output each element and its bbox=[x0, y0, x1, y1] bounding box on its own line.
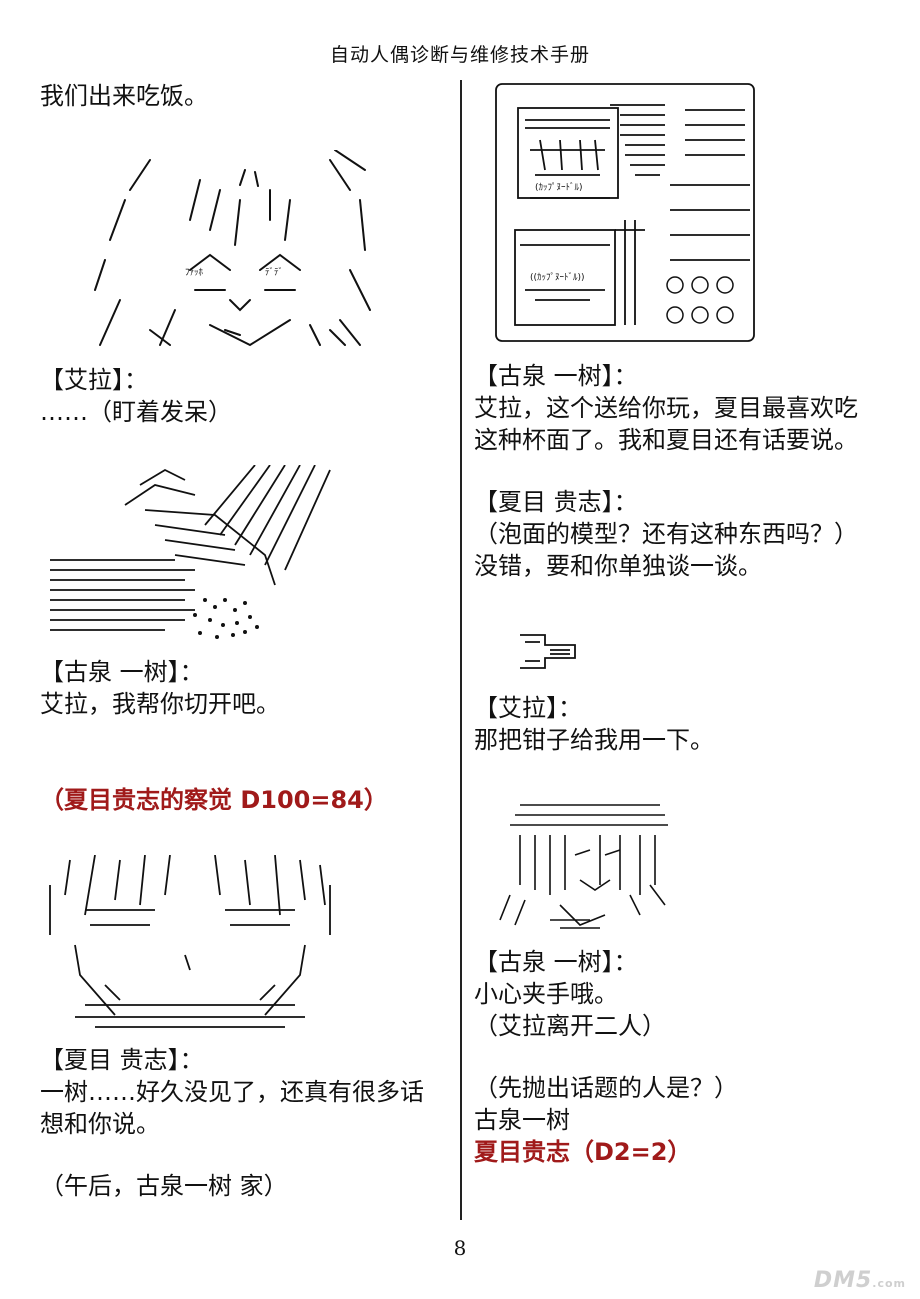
right-line-11: （艾拉离开二人） bbox=[474, 1012, 666, 1040]
watermark-logo: DM5.com bbox=[813, 1268, 906, 1293]
left-line-4: 【古泉 一树】： bbox=[40, 658, 204, 686]
art-label-cup-1: (ｶｯﾌﾟﾇｰﾄﾞﾙ) bbox=[535, 182, 583, 193]
left-line-8: 一树……好久没见了，还真有很多话 bbox=[40, 1078, 424, 1106]
right-line-10: 小心夹手哦。 bbox=[474, 980, 618, 1008]
left-line-2: 【艾拉】： bbox=[40, 366, 148, 394]
right-line-6: 没错，要和你单独谈一谈。 bbox=[474, 552, 762, 580]
right-line-2: 艾拉，这个送给你玩，夏目最喜欢吃 bbox=[474, 394, 858, 422]
ascii-art-koizumi bbox=[490, 795, 675, 935]
left-line-5: 艾拉，我帮你切开吧。 bbox=[40, 690, 280, 718]
left-line-10: （午后，古泉一树 家） bbox=[40, 1172, 288, 1200]
column-divider bbox=[460, 80, 462, 1220]
right-line-7: 【艾拉】： bbox=[474, 694, 582, 722]
right-red-roll: 夏目贵志（D2=2） bbox=[474, 1138, 692, 1166]
left-red-roll: （夏目贵志的察觉 D100=84） bbox=[40, 786, 388, 814]
left-line-9: 想和你说。 bbox=[40, 1110, 160, 1138]
svg-text:ﾃﾞﾃﾞ: ﾃﾞﾃﾞ bbox=[265, 267, 283, 278]
right-line-13: 古泉一树 bbox=[474, 1106, 570, 1134]
art-label-cup-2: ((ｶｯﾌﾟﾇｰﾄﾞﾙ)) bbox=[530, 272, 585, 283]
ascii-art-natsume-face bbox=[45, 855, 335, 1035]
ascii-art-pliers bbox=[515, 630, 585, 675]
page-header: 自动人偶诊断与维修技术手册 bbox=[329, 44, 590, 66]
right-line-5: （泡面的模型？还有这种东西吗？） bbox=[474, 520, 858, 548]
right-line-9: 【古泉 一树】： bbox=[474, 948, 638, 976]
left-line-1: 我们出来吃饭。 bbox=[40, 82, 208, 110]
right-line-8: 那把钳子给我用一下。 bbox=[474, 726, 714, 754]
right-line-1: 【古泉 一树】： bbox=[474, 362, 638, 390]
ascii-art-cup-noodle-box: (ｶｯﾌﾟﾇｰﾄﾞﾙ) ((ｶｯﾌﾟﾇｰﾄﾞﾙ)) bbox=[490, 80, 760, 345]
svg-text:ﾌｧｯﾎ: ﾌｧｯﾎ bbox=[185, 267, 204, 278]
ascii-art-ella-face: ﾌｧｯﾎ ﾃﾞﾃﾞ bbox=[90, 150, 380, 350]
ascii-art-ella-reach bbox=[45, 465, 335, 645]
right-line-12: （先抛出话题的人是？） bbox=[474, 1074, 738, 1102]
left-line-7: 【夏目 贵志】： bbox=[40, 1046, 204, 1074]
right-line-3: 这种杯面了。我和夏目还有话要说。 bbox=[474, 426, 858, 454]
page-number: 8 bbox=[453, 1236, 467, 1260]
left-line-3: ……（盯着发呆） bbox=[40, 398, 232, 426]
right-line-4: 【夏目 贵志】： bbox=[474, 488, 638, 516]
